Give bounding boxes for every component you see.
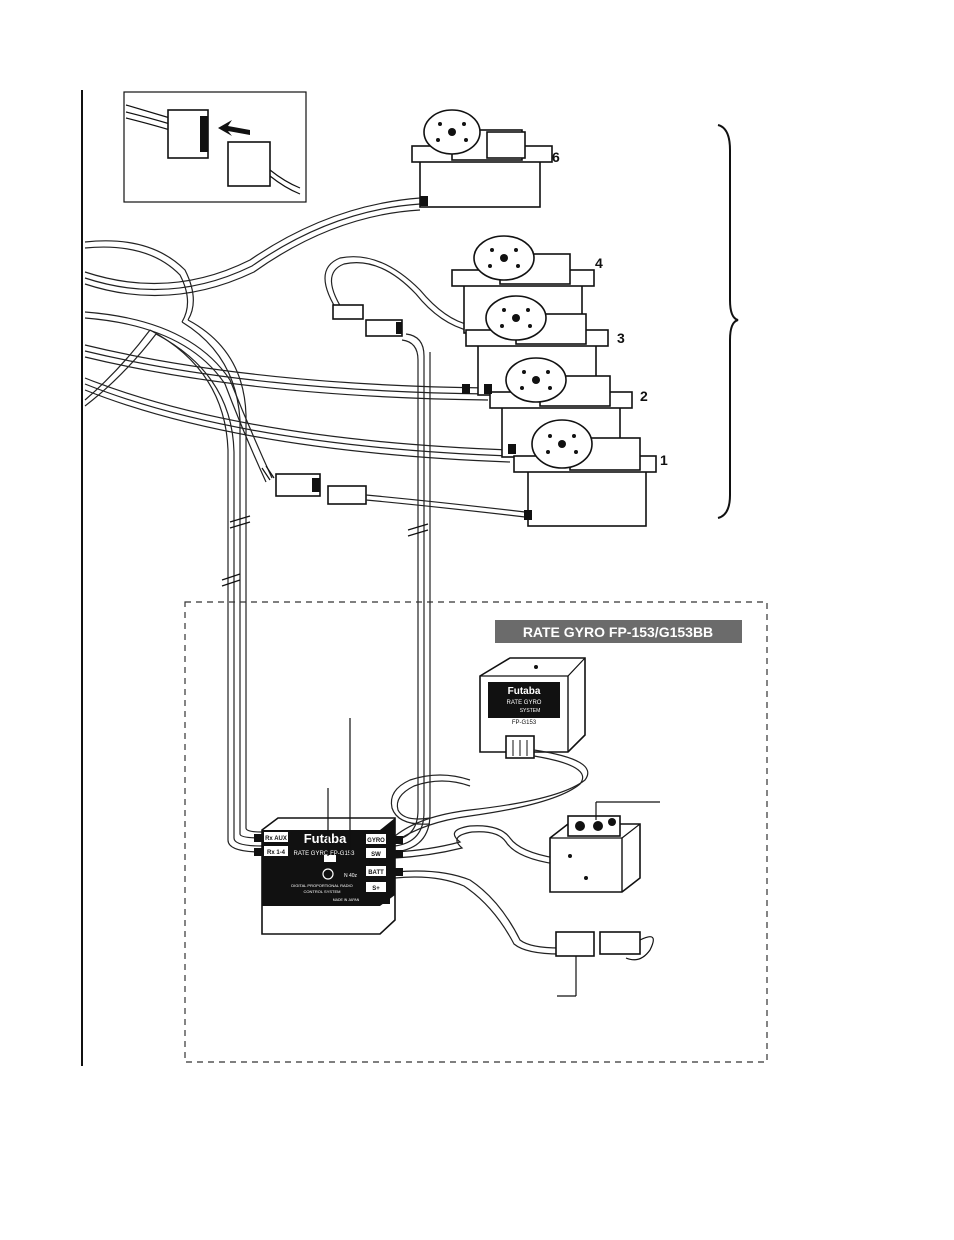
insert-arrow-icon <box>218 120 250 136</box>
sensor-line-2: SYSTEM <box>520 708 541 714</box>
amplifier-face <box>262 830 380 906</box>
battery-plug <box>555 931 595 957</box>
servo-1 <box>508 419 657 527</box>
servo4-plug <box>332 304 364 320</box>
servo-3-number: 3 <box>617 330 625 346</box>
amplifier-made-in: MADE IN JAPAN <box>333 898 360 902</box>
servo-6 <box>411 109 553 208</box>
receiver-lead-wires <box>149 319 263 853</box>
amplifier-text-2: CONTROL SYSTEM <box>304 889 341 894</box>
inline-connectors <box>261 304 526 518</box>
battery-socket <box>599 931 641 955</box>
sensor-line-1: RATE GYRO <box>507 700 542 706</box>
port-batt: BATT <box>368 870 384 876</box>
gyro-sensor-unit: Futaba RATE GYRO SYSTEM FP-G153 <box>479 657 586 759</box>
connector-inset <box>123 91 307 203</box>
battery-lead <box>394 870 654 997</box>
sensor-model: FP-G153 <box>512 720 537 726</box>
servo-4-number: 4 <box>595 255 603 271</box>
servo-1-number: 1 <box>660 452 668 468</box>
gyro-output-wire <box>394 333 431 853</box>
port-s-plus: S+ <box>372 886 380 892</box>
extension-socket <box>327 485 367 505</box>
switch-cable <box>394 825 556 865</box>
port-sw: SW <box>371 852 381 858</box>
gyro-switch-unit <box>549 801 660 893</box>
connector-socket <box>227 141 271 187</box>
title-banner-text: RATE GYRO FP-153/G153BB <box>523 624 713 640</box>
trim-knob-icon <box>322 868 334 880</box>
amplifier-freq: N 40z <box>344 873 358 879</box>
port-rx-in: Rx 1-4 <box>267 850 286 856</box>
servo-2-number: 2 <box>640 388 648 404</box>
amplifier-brand: Futaba <box>304 831 347 846</box>
gain-adjust <box>324 855 336 862</box>
amplifier-text-1: DIGITAL PROPORTIONAL RADIO <box>291 883 353 888</box>
sensor-cable <box>390 749 589 843</box>
title-banner <box>495 620 742 643</box>
gyro-system-boundary <box>184 601 768 1063</box>
port-rx-aux: Rx AUX <box>265 836 287 842</box>
gyro-amplifier: Rx AUX Rx 1-4 GYRO SW BATT S+ Futaba RAT… <box>254 817 403 935</box>
servo-6-number: 6 <box>552 149 560 165</box>
port-gyro: GYRO <box>367 838 385 844</box>
servo-group-brace <box>717 124 739 519</box>
amplifier-model: RATE GYRO FP-G153 <box>294 851 356 857</box>
sensor-brand: Futaba <box>508 686 541 697</box>
servo-wire-bundle <box>84 197 511 483</box>
